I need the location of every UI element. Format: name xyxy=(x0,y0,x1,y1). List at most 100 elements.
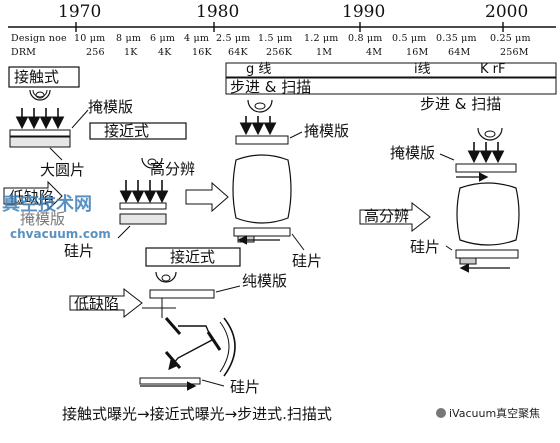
dram-1k: 1K xyxy=(124,47,138,58)
mirror-1 xyxy=(164,317,182,335)
proximity-low-title: 接近式 xyxy=(170,248,216,266)
contact-light-arrows xyxy=(15,108,65,130)
gline-lamp-icon xyxy=(247,99,273,113)
contact-low-defect-label: 低缺陷 xyxy=(9,188,55,206)
design-node-label: Design noe xyxy=(11,33,67,44)
contact-mask-plate xyxy=(9,129,71,137)
beam-path xyxy=(168,325,213,371)
dram-16m: 16M xyxy=(406,47,429,58)
dram-64m: 64M xyxy=(448,47,471,58)
gline-mode-label: 步进 & 扫描 xyxy=(230,78,312,96)
year-2000: 2000 xyxy=(485,2,529,22)
gline-mask-leader xyxy=(289,131,303,139)
year-1970: 1970 xyxy=(58,2,102,22)
proximity-low-lamp-icon xyxy=(155,271,177,283)
iline-mask-leader xyxy=(439,153,455,161)
iline-mask-plate xyxy=(455,163,517,173)
proximity-wafer-leader xyxy=(117,225,131,239)
contact-mask-leader xyxy=(71,109,89,129)
proximity-low-wafer xyxy=(139,377,201,385)
design-node-2.5um: 2.5 μm xyxy=(216,33,251,44)
gline-stage xyxy=(237,235,255,243)
hires-arrow-1 xyxy=(185,181,229,213)
dram-256: 256 xyxy=(86,47,105,58)
gline-wafer-label: 硅片 xyxy=(292,252,323,270)
iline-wafer-label: 硅片 xyxy=(410,238,441,256)
proximity-low-defect-arrow xyxy=(69,287,143,319)
gline-mask-label: 掩模版 xyxy=(304,122,350,140)
proximity-title-box xyxy=(89,122,187,140)
proximity-wafer xyxy=(119,213,167,225)
iline-krf-label: K rF xyxy=(480,62,506,77)
pure-mask-plate xyxy=(149,289,215,299)
pure-mask-label: 纯模版 xyxy=(242,272,288,290)
design-node-1.5um: 1.5 μm xyxy=(258,33,293,44)
gline-wafer-leader xyxy=(291,233,305,251)
dram-16k: 16K xyxy=(192,47,212,58)
contact-wafer-leader xyxy=(49,147,63,161)
proximity-mask-plate xyxy=(119,202,167,210)
gline-banner xyxy=(225,62,557,78)
gline-line-label: g 线 xyxy=(246,62,272,77)
design-node-0.8um: 0.8 μm xyxy=(348,33,383,44)
hires-arrow-2 xyxy=(359,201,431,233)
design-node-0.5um: 0.5 μm xyxy=(392,33,427,44)
credit-icon xyxy=(436,408,446,418)
proximity-low-title-box xyxy=(145,247,241,267)
iline-lens xyxy=(456,182,520,246)
watermark-credit: iVacuum真空聚焦 xyxy=(436,408,540,419)
contact-mask-label: 掩模版 xyxy=(88,98,134,116)
gline-mask-plate xyxy=(235,135,289,145)
dram-64k: 64K xyxy=(228,47,248,58)
iline-line-label: i线 xyxy=(414,62,431,77)
design-node-10um: 10 μm xyxy=(74,33,106,44)
gline-light-arrows xyxy=(239,116,277,136)
gline-wafer xyxy=(233,227,291,237)
contact-wafer xyxy=(9,136,71,148)
iline-stage xyxy=(459,257,477,265)
iline-wafer xyxy=(455,249,519,259)
iline-hires-label: 高分辨 xyxy=(364,207,410,225)
gline-mode-banner xyxy=(225,77,557,95)
proximity-hires-label: 高分辨 xyxy=(150,160,196,178)
proximity-low-defect-label: 低缺陷 xyxy=(74,295,120,313)
design-node-0.25um: 0.25 μm xyxy=(490,33,531,44)
dram-label: DRM xyxy=(11,47,37,58)
proximity-wafer-label: 硅片 xyxy=(64,242,95,260)
dram-1m: 1M xyxy=(316,47,333,58)
proximity-light-arrows xyxy=(119,180,169,204)
gline-lens xyxy=(232,154,292,224)
iline-mode-label: 步进 & 扫描 xyxy=(420,95,502,113)
mirror-3 xyxy=(164,351,182,369)
design-node-0.35um: 0.35 μm xyxy=(436,33,477,44)
proximity-low-wafer-label: 硅片 xyxy=(230,378,261,396)
concave-mirror xyxy=(223,317,236,377)
evolution-caption: 接触式曝光→接近式曝光→步进式.扫描式 xyxy=(62,405,332,423)
watermark-brand-url: chvacuum.com xyxy=(10,227,111,241)
proximity-lamp-icon xyxy=(141,157,163,169)
contact-title: 接触式 xyxy=(14,68,60,86)
dram-256k: 256K xyxy=(266,47,293,58)
iline-wafer-leader xyxy=(445,245,453,251)
design-node-1.2um: 1.2 μm xyxy=(304,33,339,44)
contact-lamp-icon xyxy=(29,89,51,101)
proximity-low-wafer-leader xyxy=(201,379,225,387)
year-1980: 1980 xyxy=(196,2,240,22)
contact-low-defect-arrow xyxy=(3,180,63,212)
design-node-4um: 4 μm xyxy=(184,33,210,44)
iline-mask-label: 掩模版 xyxy=(390,144,436,162)
contact-wafer-label: 大圆片 xyxy=(40,161,86,179)
dram-4m: 4M xyxy=(366,47,383,58)
design-node-6um: 6 μm xyxy=(150,33,176,44)
pure-mask-leader xyxy=(215,285,241,293)
iline-lamp-icon xyxy=(477,127,503,141)
watermark-brand-cn: 真空技术网 xyxy=(2,194,92,215)
design-node-8um: 8 μm xyxy=(116,33,142,44)
credit-text: iVacuum真空聚焦 xyxy=(449,407,541,420)
contact-mask2-label: 掩模版 xyxy=(20,210,66,228)
concave-mirror-inner xyxy=(219,321,230,373)
proximity-title: 接近式 xyxy=(104,122,150,140)
iline-light-arrows xyxy=(467,142,505,164)
year-1990: 1990 xyxy=(342,2,386,22)
